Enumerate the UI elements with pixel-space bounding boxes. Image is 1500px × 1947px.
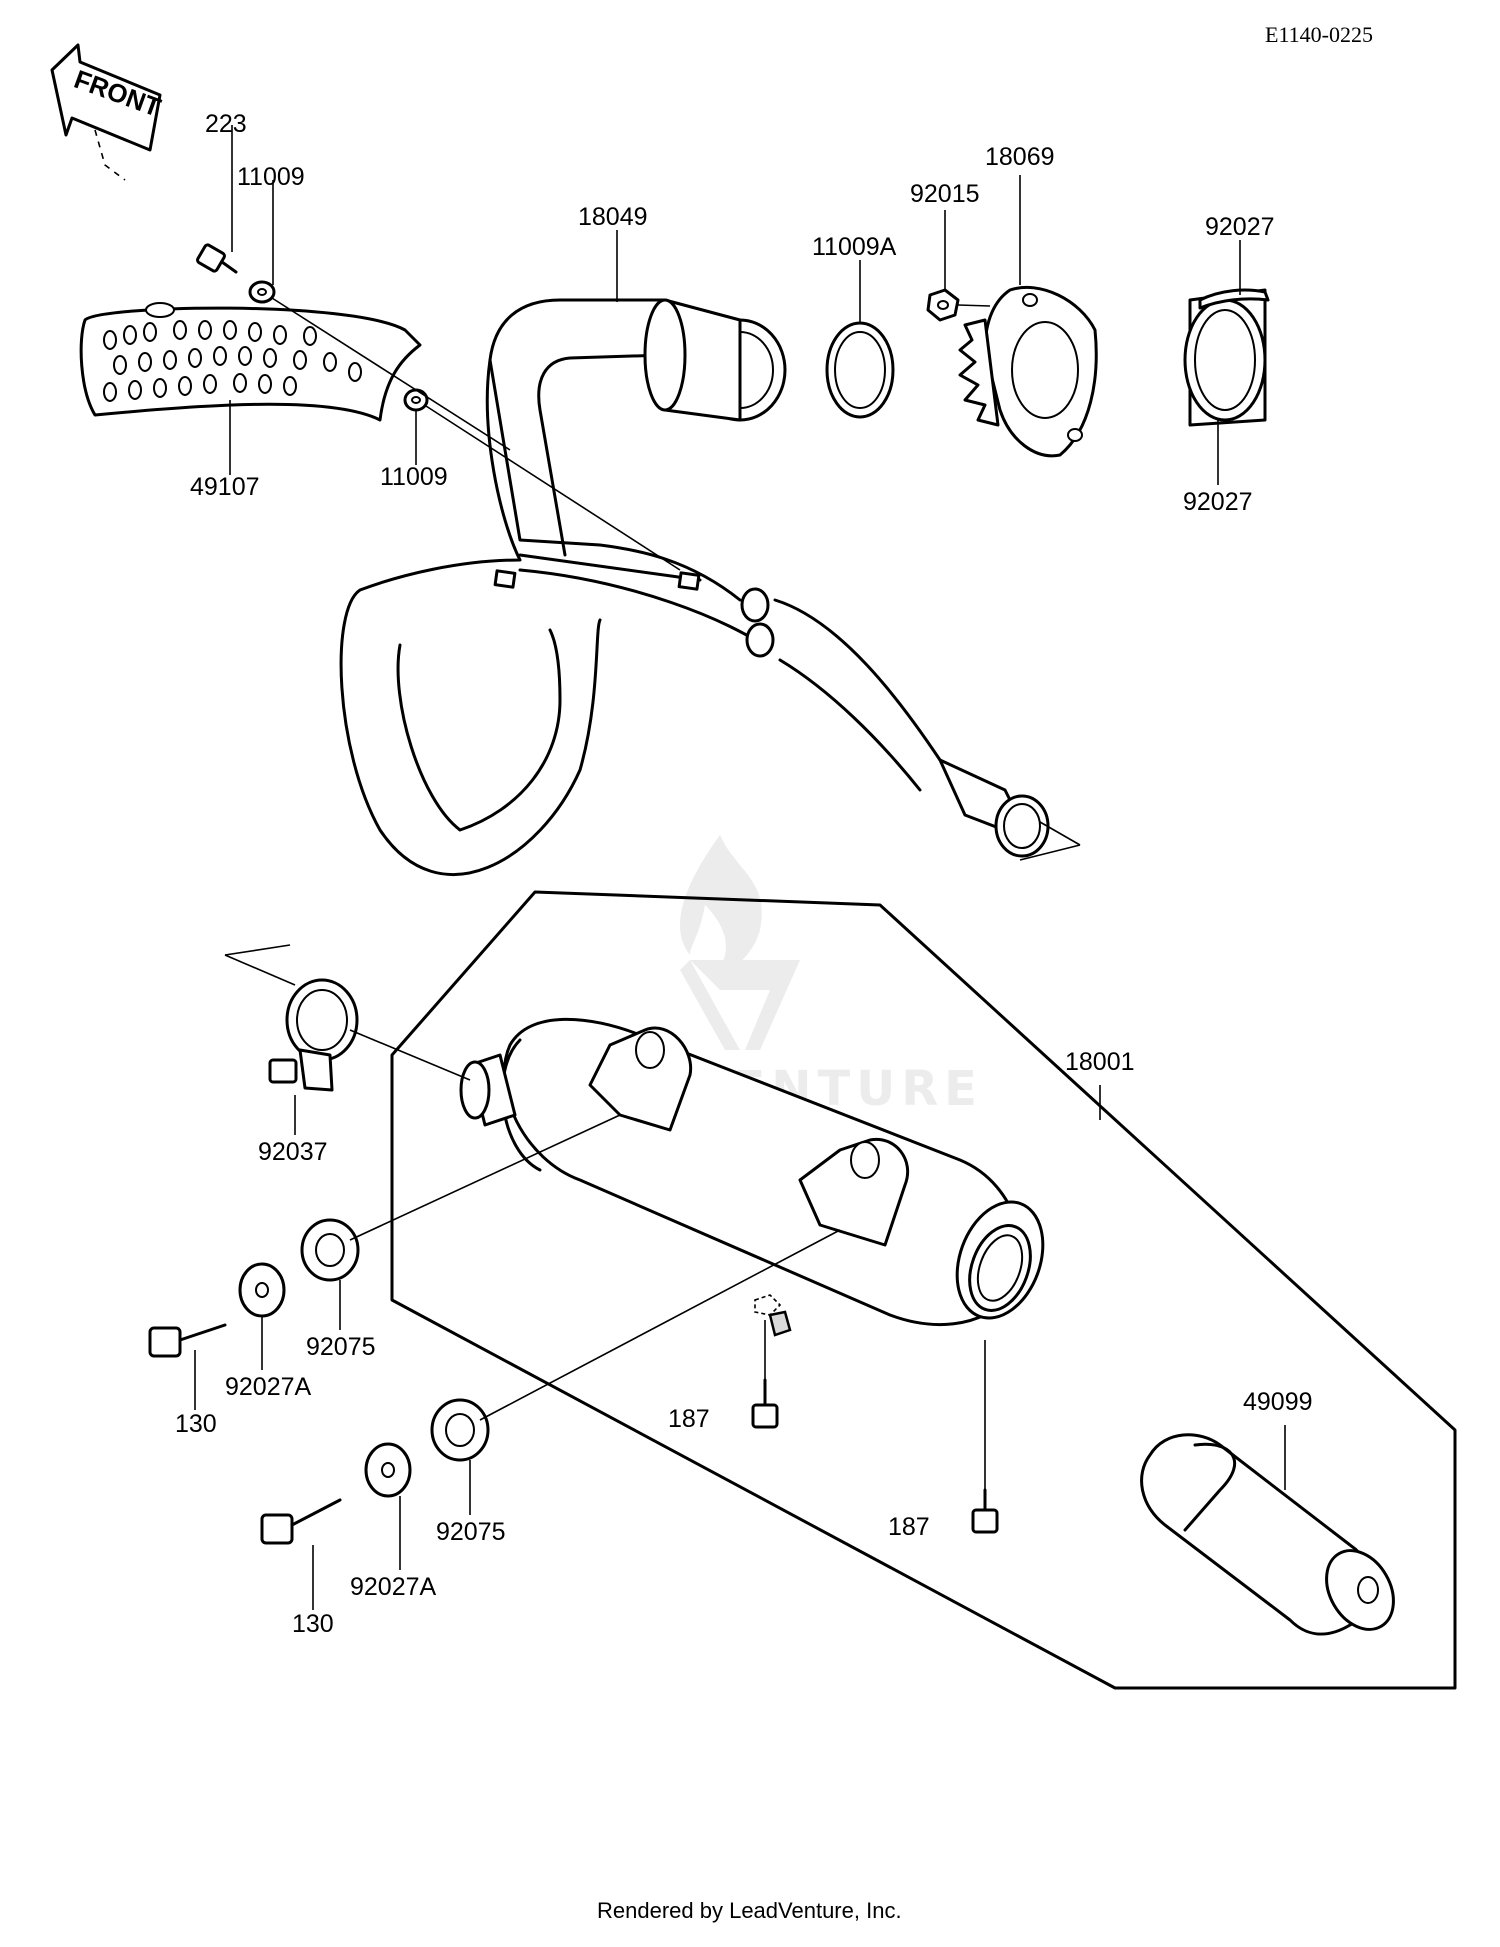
label-92027-top: 92027 <box>1205 213 1275 241</box>
clamp-92037 <box>224 944 471 1092</box>
label-187-center: 187 <box>668 1405 710 1433</box>
bolt-130-upper <box>148 1323 227 1358</box>
bolt-187-center <box>751 1294 782 1429</box>
collar-92027A-upper <box>238 1262 286 1318</box>
leader-lines <box>194 125 1286 1610</box>
gasket-11009A <box>825 321 895 419</box>
grommet-92075-upper <box>300 1218 360 1282</box>
label-11009-top: 11009 <box>237 163 305 191</box>
label-92037: 92037 <box>258 1138 328 1166</box>
label-11009A: 11009A <box>812 233 897 261</box>
label-130-lower: 130 <box>292 1610 334 1638</box>
collar-92027A-lower <box>364 1442 412 1498</box>
label-92075-lower: 92075 <box>436 1518 506 1546</box>
heat-guard-49107 <box>79 302 422 422</box>
label-92015: 92015 <box>910 180 980 208</box>
flange-18069 <box>958 285 1098 458</box>
bolt-130-lower <box>260 1498 342 1545</box>
label-18001: 18001 <box>1065 1048 1135 1076</box>
label-187-lower: 187 <box>888 1513 930 1541</box>
grommet-92075-lower <box>430 1398 490 1462</box>
label-92075-upper: 92075 <box>306 1333 376 1361</box>
label-130-upper: 130 <box>175 1410 217 1438</box>
label-11009-mid: 11009 <box>380 463 448 491</box>
header-pipe-18049 <box>339 298 1081 876</box>
label-223: 223 <box>205 110 247 138</box>
front-arrow-icon: FRONT <box>50 43 165 181</box>
footer-credit: Rendered by LeadVenture, Inc. <box>597 1898 902 1923</box>
label-18069: 18069 <box>985 143 1055 171</box>
bolt-187-lower <box>971 1340 999 1534</box>
label-49107: 49107 <box>190 473 260 501</box>
label-18049: 18049 <box>578 203 648 231</box>
nut-92015 <box>926 288 991 322</box>
label-49099: 49099 <box>1243 1388 1313 1416</box>
bolt-223 <box>196 243 238 274</box>
leadventure-logo-icon <box>680 835 800 1050</box>
muffler-18001 <box>459 1017 1045 1337</box>
ring-92027 <box>1183 288 1270 427</box>
washer-11009-mid <box>403 388 429 412</box>
diagram-code: E1140-0225 <box>1265 22 1373 47</box>
label-92027A-lower: 92027A <box>350 1573 437 1601</box>
label-92027A-upper: 92027A <box>225 1373 312 1401</box>
spark-arrestor-49099 <box>1140 1433 1395 1636</box>
washer-11009-top <box>248 280 276 304</box>
label-92027-bottom: 92027 <box>1183 488 1253 516</box>
